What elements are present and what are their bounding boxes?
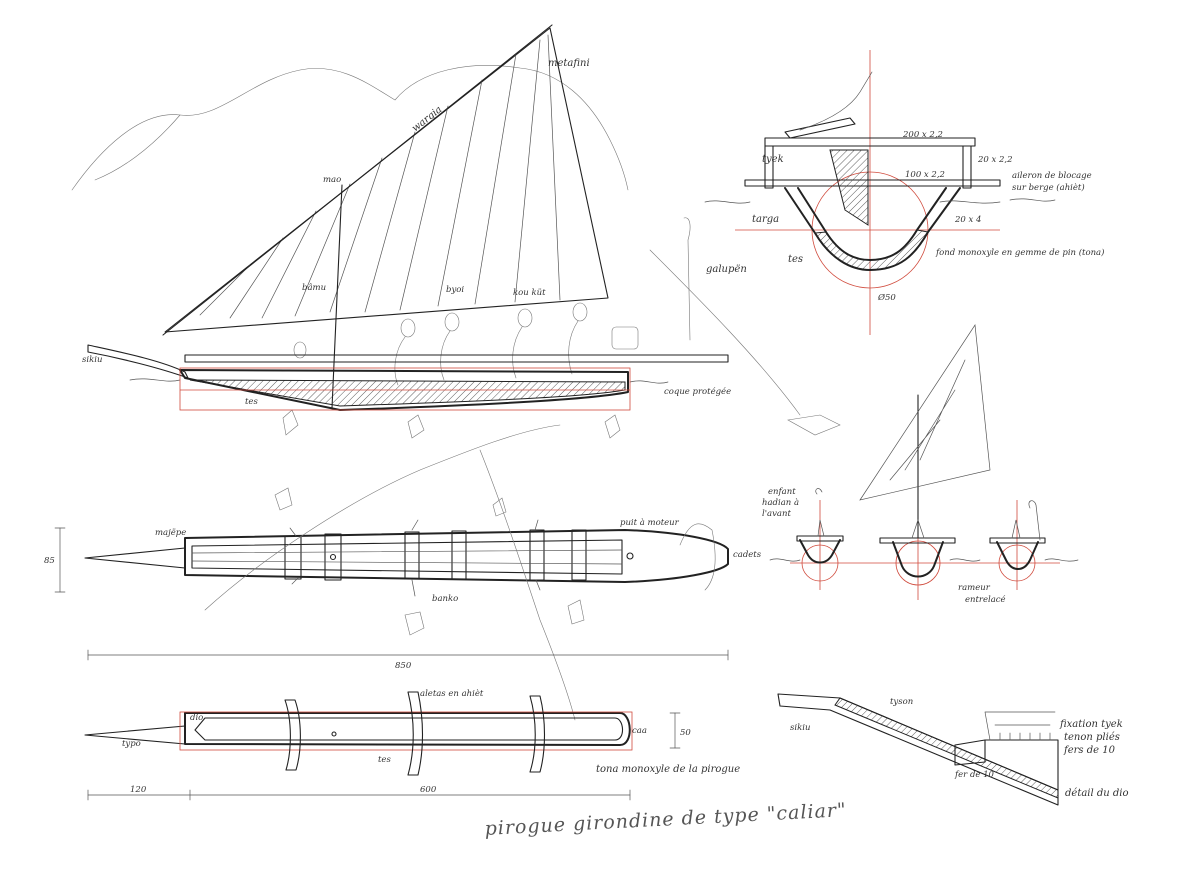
label-puit: puit à moteur [620, 517, 680, 528]
label-fers: fers de 10 [1063, 745, 1116, 756]
label-fond: fond monoxyle en gemme de pin (tona) [935, 247, 1104, 258]
label-sikiu-detail: sikiu [790, 723, 810, 733]
dim-depth: 50 [680, 728, 691, 738]
dim-20x4: 20 x 4 [954, 215, 981, 225]
hull-view: 50 120 600 dio typo aletas en ahièt tes … [84, 688, 740, 801]
label-banko: banko [432, 594, 458, 604]
label-lavant: l'avant [762, 509, 791, 519]
label-tes-side: tes [245, 397, 258, 407]
label-tes-section: tes [788, 254, 803, 265]
label-tes-hull: tes [378, 755, 391, 765]
label-aileron-2: sur berge (ahièt) [1012, 182, 1085, 193]
sail [164, 27, 609, 333]
label-metafini: metafini [548, 58, 590, 69]
label-majepe: majëpe [155, 528, 186, 538]
label-diameter: Ø50 [877, 292, 896, 303]
label-tona: tona monoxyle de la pirogue [596, 764, 740, 775]
label-cadets: cadets [733, 550, 762, 560]
label-typo: typo [122, 739, 141, 749]
label-enfant: enfant [768, 487, 796, 497]
label-fixation-2: tenon pliés [1064, 732, 1120, 743]
dim-200: 200 x 2,2 [902, 130, 943, 140]
label-mao: mao [323, 175, 341, 185]
cross-section: tyek targa tes 200 x 2,2 20 x 2,2 100 x … [704, 50, 1104, 335]
label-sikiu: sikiu [82, 355, 102, 365]
label-galupen: galupën [706, 264, 747, 275]
label-fixation: fixation tyek [1059, 719, 1123, 730]
label-aileron: aileron de blocage [1012, 171, 1092, 181]
side-elevation: metafini wargia mao bâmu byoi kou küt ga… [71, 24, 841, 439]
dim-beam: 85 [44, 556, 55, 566]
dim-100: 100 x 2,2 [905, 170, 945, 180]
plan-view: 85 850 majëpe puit à moteur cadets banko [44, 424, 762, 721]
mast [331, 184, 343, 409]
label-tyek: tyek [762, 154, 784, 165]
label-detail-dio: détail du dio [1065, 788, 1129, 799]
label-kou-kut: kou küt [513, 288, 546, 298]
label-bamboo: bâmu [302, 282, 326, 293]
dim-20x22: 20 x 2,2 [977, 155, 1013, 165]
label-fer10: fer de 10 [954, 770, 995, 780]
label-byoi: byoi [446, 285, 464, 295]
label-coque: coque protégée [664, 386, 731, 397]
label-hadian: hadian à [762, 497, 799, 508]
dim-length-a: 120 [130, 785, 147, 795]
label-rameur-2: entrelacé [965, 594, 1006, 605]
label-tyson: tyson [890, 697, 913, 707]
label-wargia: wargia [410, 104, 444, 134]
label-rameur: rameur [958, 583, 991, 593]
dim-length: 850 [395, 661, 412, 671]
detail-view: tyson sikiu fixation tyek tenon pliés fe… [777, 693, 1129, 806]
label-caa: caa [632, 726, 647, 736]
dim-length-b: 600 [420, 785, 437, 795]
drawing-title: pirogue girondine de type "caliar" [484, 799, 847, 840]
label-targa: targa [752, 214, 779, 225]
small-sections: enfant hadian à l'avant rameur entrelacé [762, 323, 1079, 605]
label-dio: dio [190, 713, 203, 723]
label-aletas: aletas en ahièt [420, 688, 484, 699]
